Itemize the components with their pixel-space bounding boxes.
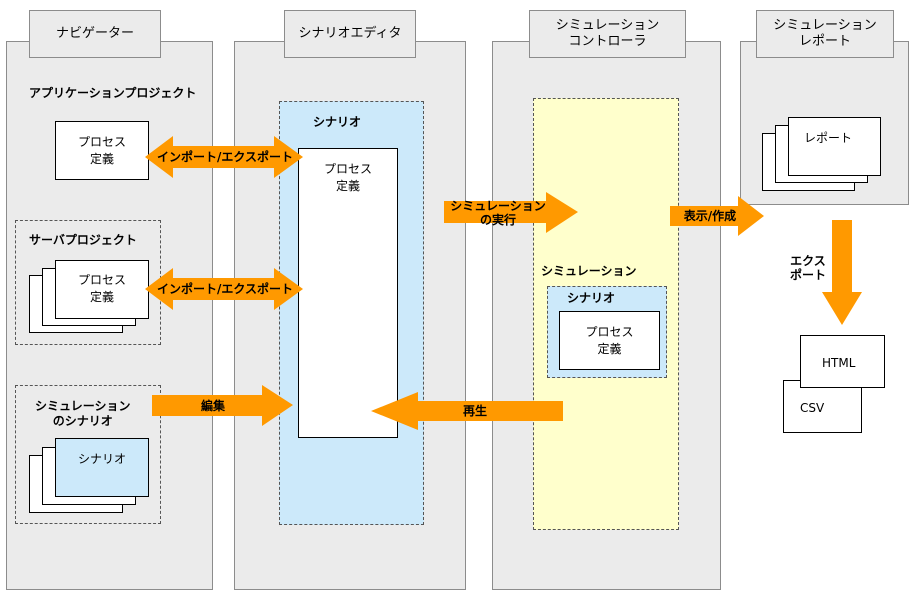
- import-export-label-2: インポート/エクスポート: [156, 282, 294, 296]
- run-simulation-label: シミュレーション の実行: [450, 199, 546, 227]
- playback-label: 再生: [462, 404, 487, 418]
- display-create-label: 表示/作成: [683, 209, 737, 223]
- report-document: レポート: [788, 117, 881, 176]
- editor-scenario-label: シナリオ: [313, 115, 362, 129]
- simulation-report-header: シミュレーション レポート: [756, 10, 894, 58]
- export-label: エクス ポート: [789, 254, 826, 282]
- run-simulation-arrow: [444, 192, 578, 233]
- application-process-definition: プロセス 定義: [55, 121, 149, 180]
- html-file: HTML: [800, 335, 885, 388]
- simulation-scenario-document: シナリオ: [55, 438, 149, 497]
- import-export-label-1: インポート/エクスポート: [156, 150, 294, 164]
- edit-label: 編集: [200, 399, 225, 413]
- playback-arrow: [371, 392, 563, 430]
- import-export-arrow-2: [145, 268, 303, 310]
- simulation-controller-header: シミュレーション コントローラ: [529, 10, 686, 58]
- csv-file: CSV: [783, 380, 862, 433]
- controller-process-definition: プロセス 定義: [559, 311, 660, 370]
- server-project-label: サーバプロジェクト: [29, 233, 137, 247]
- server-process-definition: プロセス 定義: [55, 260, 149, 319]
- application-project-label: アプリケーションプロジェクト: [29, 86, 197, 100]
- edit-arrow: [152, 385, 293, 426]
- scenario-editor-header: シナリオエディタ: [284, 10, 416, 58]
- display-create-arrow: [670, 196, 764, 236]
- controller-simulation-label: シミュレーション: [541, 264, 637, 278]
- controller-scenario-label: シナリオ: [567, 291, 616, 305]
- export-arrow: [822, 220, 862, 325]
- editor-process-definition: プロセス 定義: [298, 148, 398, 438]
- import-export-arrow-1: [145, 136, 303, 178]
- navigator-header: ナビゲーター: [29, 10, 161, 58]
- simulation-scenario-label: シミュレーション のシナリオ: [35, 399, 131, 428]
- simulation-scenario-group: [15, 385, 161, 524]
